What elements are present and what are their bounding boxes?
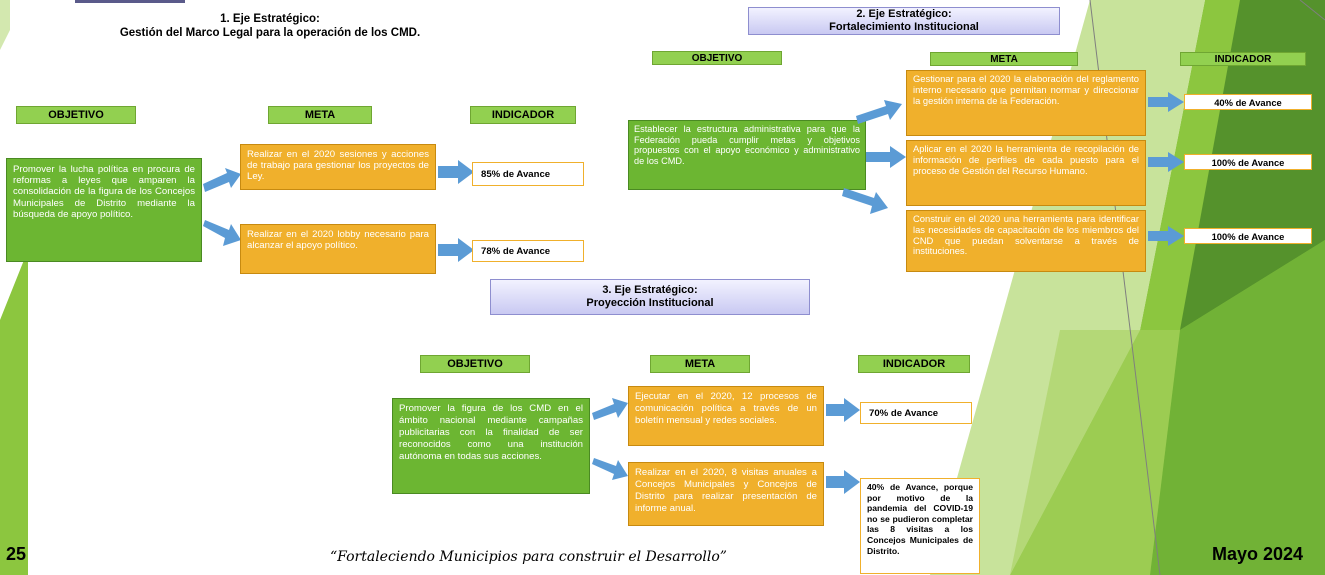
- eje1-header-objetivo: OBJETIVO: [16, 106, 136, 124]
- eje2-arrow-meta2-ind: [1148, 152, 1184, 172]
- eje1-arrow-objetivo-meta1: [203, 168, 241, 192]
- eje2-header-objetivo: OBJETIVO: [652, 51, 782, 65]
- eje3-title: 3. Eje Estratégico: Proyección Instituci…: [490, 279, 810, 315]
- eje3-objetivo-box: Promover la figura de los CMD en el ámbi…: [392, 398, 590, 494]
- eje1-header-indicador: INDICADOR: [470, 106, 576, 124]
- eje2-arrow-meta3-ind: [1148, 226, 1184, 246]
- eje2-arrow-objetivo-meta2: [866, 146, 906, 168]
- eje1-indicador-2: 78% de Avance: [472, 240, 584, 262]
- eje1-arrow-meta1-ind: [438, 160, 474, 184]
- eje2-objetivo-box: Establecer la estructura administrativa …: [628, 120, 866, 190]
- eje1-header-meta: META: [268, 106, 372, 124]
- eje2-indicador-3: 100% de Avance: [1184, 228, 1312, 244]
- eje1-meta-2: Realizar en el 2020 lobby necesario para…: [240, 224, 436, 274]
- eje2-meta-1: Gestionar para el 2020 la elaboración de…: [906, 70, 1146, 136]
- eje2-header-indicador: INDICADOR: [1180, 52, 1306, 66]
- page-number: 25: [6, 544, 27, 564]
- eje3-header-objetivo: OBJETIVO: [420, 355, 530, 373]
- eje3-arrow-meta1-ind: [826, 398, 860, 422]
- eje1-title-line2: Gestión del Marco Legal para la operació…: [119, 27, 421, 39]
- eje3-title-line2: Proyección Institucional: [586, 297, 714, 309]
- eje3-meta-2: Realizar en el 2020, 8 visitas anuales a…: [628, 462, 824, 526]
- eje1-objetivo-box: Promover la lucha política en procura de…: [6, 158, 202, 262]
- eje2-indicador-1: 40% de Avance: [1184, 94, 1312, 110]
- eje2-arrow-meta1-ind: [1148, 92, 1184, 112]
- eje2-arrow-objetivo-meta1: [856, 100, 902, 124]
- eje2-title-line2: Fortalecimiento Institucional: [829, 21, 979, 33]
- eje1-title-line1: 1. Eje Estratégico:: [220, 13, 320, 25]
- footer-quote: “Fortaleciendo Municipios para construir…: [330, 549, 727, 565]
- eje2-arrow-objetivo-meta3: [842, 188, 888, 214]
- eje3-indicador-2: 40% de Avance, porque por motivo de la p…: [860, 478, 980, 574]
- eje2-meta-3: Construir en el 2020 una herramienta par…: [906, 210, 1146, 272]
- eje3-arrow-meta2-ind: [826, 470, 860, 494]
- eje3-meta-1: Ejecutar en el 2020, 12 procesos de comu…: [628, 386, 824, 446]
- eje2-header-meta: META: [930, 52, 1078, 66]
- eje2-meta-2: Aplicar en el 2020 la herramienta de rec…: [906, 140, 1146, 206]
- eje1-arrow-objetivo-meta2: [203, 220, 241, 246]
- eje3-header-indicador: INDICADOR: [858, 355, 970, 373]
- eje3-arrow-objetivo-meta1: [592, 398, 628, 420]
- eje2-title: 2. Eje Estratégico: Fortalecimiento Inst…: [748, 7, 1060, 35]
- eje1-arrow-meta2-ind: [438, 238, 474, 262]
- eje3-arrow-objetivo-meta2: [592, 458, 628, 480]
- eje1-meta-1: Realizar en el 2020 sesiones y acciones …: [240, 144, 436, 190]
- eje1-indicador-1: 85% de Avance: [472, 162, 584, 186]
- eje2-title-line1: 2. Eje Estratégico:: [856, 8, 952, 20]
- eje2-indicador-2: 100% de Avance: [1184, 154, 1312, 170]
- eje1-title: 1. Eje Estratégico: Gestión del Marco Le…: [72, 12, 468, 40]
- eje3-title-line1: 3. Eje Estratégico:: [602, 284, 698, 296]
- footer-date: Mayo 2024: [1212, 544, 1304, 564]
- eje3-indicador-1: 70% de Avance: [860, 402, 972, 424]
- eje3-header-meta: META: [650, 355, 750, 373]
